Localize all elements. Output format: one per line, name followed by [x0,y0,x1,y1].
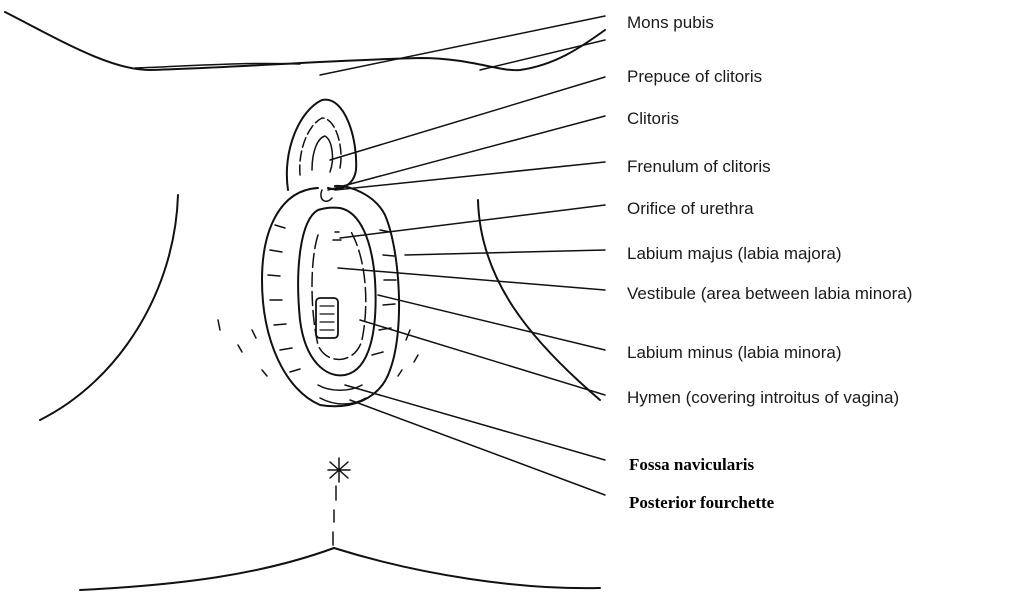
label-clitoris: Clitoris [627,109,679,129]
introitus-outline [316,298,338,338]
prepuce-inner-2 [312,136,332,172]
label-frenulum-of-clitoris: Frenulum of clitoris [627,157,771,177]
labia-minora-inner [312,230,366,359]
label-prepuce-of-clitoris: Prepuce of clitoris [627,67,762,87]
label-mons-pubis: Mons pubis [627,13,714,33]
leader-line-labium-minus [378,295,605,350]
urethral-orifice [333,232,341,240]
leader-line-labium-majus [405,250,605,255]
label-fossa-navicularis: Fossa navicularis [629,455,754,475]
lower-body-contour [80,548,600,590]
label-vestibule: Vestibule (area between labia minora) [627,284,912,304]
leader-line-clitoris [328,116,605,190]
right-thigh-contour [478,200,600,400]
left-thigh-contour [40,195,178,420]
left-hatching [218,320,267,376]
anus-mark [328,458,350,482]
introitus-hatching [320,306,334,330]
label-labium-majus: Labium majus (labia majora) [627,244,841,264]
label-orifice-of-urethra: Orifice of urethra [627,199,754,219]
leader-line-mons-pubis [320,16,605,75]
clitoris-shape [321,190,332,201]
label-posterior-fourchette: Posterior fourchette [629,493,774,513]
labia-majora-hatching-left [268,225,300,372]
leader-line-urethra [340,205,605,238]
leader-line-vestibule [338,268,605,290]
label-labium-minus: Labium minus (labia minora) [627,343,841,363]
leader-line-prepuce [330,77,605,160]
leader-line-fossa [345,385,605,460]
prepuce-inner [300,118,341,175]
prepuce-outline [287,100,356,190]
leader-line-hymen [360,320,605,395]
perineal-raphe [333,486,336,545]
label-hymen: Hymen (covering introitus of vagina) [627,388,899,408]
labia-minora-outline [298,208,375,376]
leader-line-fourchette [350,400,605,495]
leader-line-frenulum [335,162,605,190]
